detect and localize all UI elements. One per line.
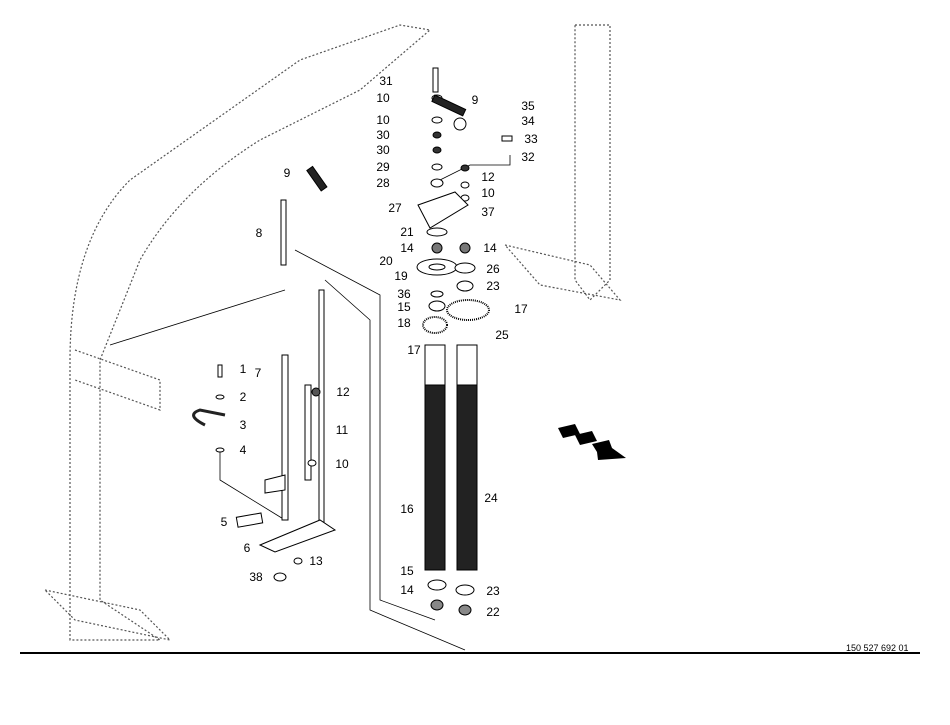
- callout-19: 19: [394, 269, 408, 283]
- callout-10: 10: [376, 113, 390, 127]
- callout-38: 38: [249, 570, 263, 584]
- callout-35: 35: [521, 99, 535, 113]
- callout-37: 37: [481, 205, 495, 219]
- callout-30: 30: [376, 143, 390, 157]
- machine-frame: [43, 24, 622, 642]
- callout-24: 24: [484, 491, 498, 505]
- callout-6: 6: [243, 541, 251, 555]
- callout-13: 13: [309, 554, 323, 568]
- plate-27: [417, 191, 469, 229]
- callout-18: 18: [397, 316, 411, 330]
- u-bolt-3: [192, 408, 226, 427]
- callout-23: 23: [486, 584, 500, 598]
- callout-31: 31: [379, 74, 393, 88]
- footer-rule: [20, 652, 920, 654]
- callout-14: 14: [400, 241, 414, 255]
- callout-36: 36: [397, 287, 411, 301]
- callout-27: 27: [388, 201, 402, 215]
- callout-22: 22: [486, 605, 500, 619]
- callout-2: 2: [239, 390, 247, 404]
- callout-15: 15: [400, 564, 414, 578]
- callout-30: 30: [376, 128, 390, 142]
- callout-8: 8: [255, 226, 263, 240]
- callout-23: 23: [486, 279, 500, 293]
- gear-25: [446, 299, 490, 321]
- assembly-leader-lines: [109, 155, 511, 651]
- callout-26: 26: [486, 262, 500, 276]
- callout-32: 32: [521, 150, 535, 164]
- callout-29: 29: [376, 160, 390, 174]
- callout-20: 20: [379, 254, 393, 268]
- gear-18: [422, 316, 448, 334]
- direction-arrow-icon: [558, 424, 626, 460]
- callout-11: 11: [335, 423, 349, 437]
- callout-12: 12: [336, 385, 350, 399]
- callout-15: 15: [397, 300, 411, 314]
- callout-1: 1: [239, 362, 247, 376]
- document-number: 150 527 692 01: [846, 643, 909, 653]
- bolt-31: [432, 67, 439, 93]
- lever-8: [280, 199, 287, 266]
- callout-9: 9: [283, 166, 291, 180]
- callout-33: 33: [524, 132, 538, 146]
- callout-5: 5: [220, 515, 228, 529]
- spring-9-top: [431, 94, 467, 117]
- callout-21: 21: [400, 225, 414, 239]
- callout-28: 28: [376, 176, 390, 190]
- callout-34: 34: [521, 114, 535, 128]
- base-plate-6: [258, 519, 337, 553]
- callout-12: 12: [481, 170, 495, 184]
- callout-25: 25: [495, 328, 509, 342]
- callout-17: 17: [407, 343, 421, 357]
- callout-4: 4: [239, 443, 247, 457]
- callout-9: 9: [471, 93, 479, 107]
- parts: [192, 67, 513, 616]
- callout-14: 14: [400, 583, 414, 597]
- callout-16: 16: [400, 502, 414, 516]
- callout-3: 3: [239, 418, 247, 432]
- callout-7: 7: [254, 366, 262, 380]
- callout-17: 17: [514, 302, 528, 316]
- callout-14: 14: [483, 241, 497, 255]
- callout-10: 10: [376, 91, 390, 105]
- callout-10: 10: [335, 457, 349, 471]
- callout-10: 10: [481, 186, 495, 200]
